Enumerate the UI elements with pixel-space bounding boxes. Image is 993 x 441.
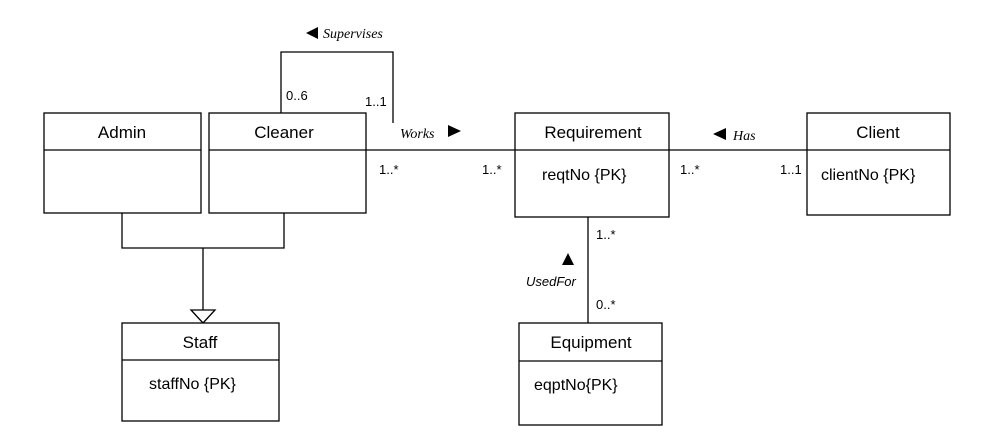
has-mult-b: 1..1 (780, 162, 802, 177)
class-name: Admin (98, 123, 146, 142)
has-mult-a: 1..* (680, 162, 700, 177)
supervises-association: Supervises 0..6 1..1 (280, 27, 394, 123)
class-cleaner[interactable]: Cleaner (208, 112, 367, 214)
generalization (121, 213, 285, 324)
inheritance-triangle-icon (189, 309, 217, 324)
class-attribute: reqtNo {PK} (542, 167, 627, 184)
has-label: Has (732, 129, 756, 144)
class-name: Staff (183, 333, 218, 352)
works-mult-a: 1..* (379, 162, 399, 177)
class-requirement[interactable]: Requirement reqtNo {PK} (514, 112, 670, 218)
class-attribute: staffNo {PK} (149, 376, 237, 393)
class-name: Cleaner (254, 123, 314, 142)
class-attribute: eqptNo{PK} (534, 377, 618, 394)
supervises-mult-a: 0..6 (286, 88, 308, 103)
direction-left-icon (713, 128, 726, 140)
direction-left-icon (306, 27, 318, 39)
usedfor-mult-b: 0..* (596, 297, 616, 312)
class-staff[interactable]: Staff staffNo {PK} (121, 322, 280, 422)
usedfor-label: UsedFor (526, 274, 577, 289)
supervises-label: Supervises (323, 27, 383, 42)
class-name: Client (856, 123, 900, 142)
works-mult-b: 1..* (482, 162, 502, 177)
works-label: Works (400, 127, 435, 142)
class-name: Equipment (550, 333, 632, 352)
supervises-mult-b: 1..1 (365, 94, 387, 109)
usedfor-association: UsedFor 1..* 0..* (526, 217, 616, 323)
has-association: Has 1..* 1..1 (669, 128, 807, 177)
class-attribute: clientNo {PK} (821, 167, 916, 184)
direction-right-icon (448, 125, 461, 137)
usedfor-mult-a: 1..* (596, 227, 616, 242)
class-equipment[interactable]: Equipment eqptNo{PK} (518, 322, 663, 426)
class-name: Requirement (544, 123, 642, 142)
class-admin[interactable]: Admin (43, 112, 202, 214)
class-client[interactable]: Client clientNo {PK} (806, 112, 951, 216)
direction-up-icon (562, 253, 574, 265)
works-association: Works 1..* 1..* (366, 125, 515, 177)
